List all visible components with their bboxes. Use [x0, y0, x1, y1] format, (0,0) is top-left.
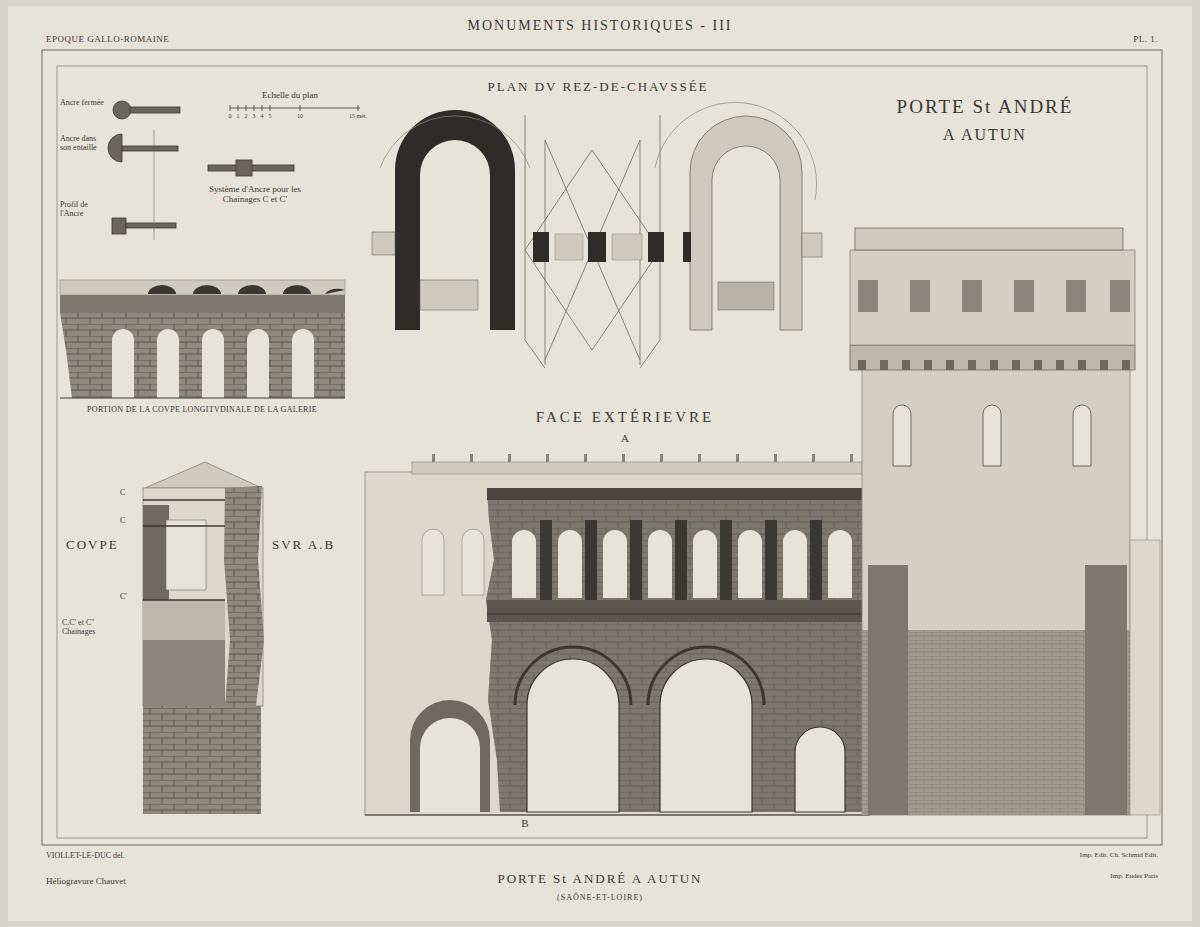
- plate-label: Héliogravure Chauvet: [46, 876, 126, 886]
- plate-label: COVPE: [66, 538, 119, 553]
- plate-label: 15 mèt.: [349, 113, 367, 120]
- plate-label: PLAN DV REZ-DE-CHAVSSÉE: [487, 80, 708, 95]
- plate-label: Imp. Edit. Ch. Schmid Edit.: [1080, 851, 1158, 859]
- plate-label: Echelle du plan: [262, 90, 318, 100]
- plate-label: 2: [245, 113, 248, 120]
- plate-label: C: [120, 516, 125, 525]
- plate-caption: PORTE St ANDRÉ A AUTUN: [497, 872, 702, 887]
- plate-label: PL. 1.: [1133, 34, 1158, 44]
- plate-label: PORTION DE LA COVPE LONGITVDINALE DE LA …: [87, 405, 317, 414]
- plate-label: C': [120, 592, 127, 601]
- plate-label: A: [621, 432, 629, 445]
- plate-label: 0: [229, 113, 232, 120]
- plate-label: Profil de l'Ancre: [60, 200, 104, 218]
- plate-title: MONUMENTS HISTORIQUES - III: [468, 18, 733, 34]
- plate-label: FACE EXTÉRIEVRE: [536, 409, 714, 426]
- plate-label: B: [521, 817, 528, 830]
- plate-label: (SAÔNE-ET-LOIRE): [557, 893, 643, 902]
- plate-label: 3: [253, 113, 256, 120]
- plate-label: EPOQUE GALLO-ROMAINE: [46, 34, 169, 44]
- plate-label: Imp. Eudes Paris: [1110, 872, 1158, 880]
- plate-label: C.C' et C'' Chainages: [62, 618, 118, 636]
- plate-label: 1: [237, 113, 240, 120]
- plate-label: Ancre dans son entaille: [60, 134, 106, 152]
- plate-label: A AUTUN: [943, 126, 1027, 144]
- plate-label: SVR A.B: [272, 538, 335, 553]
- plate-label: 4: [261, 113, 264, 120]
- plate-label: Système d'Ancre pour les Chainages C et …: [190, 184, 320, 205]
- plate-label: Ancre fermée: [60, 98, 104, 107]
- plate-label: VIOLLET-LE-DUC del.: [46, 851, 125, 860]
- plate-label: 5: [269, 113, 272, 120]
- plate-label: 10: [297, 113, 303, 120]
- plate-label: PORTE St ANDRÉ: [897, 96, 1074, 118]
- plate-label: C: [120, 488, 125, 497]
